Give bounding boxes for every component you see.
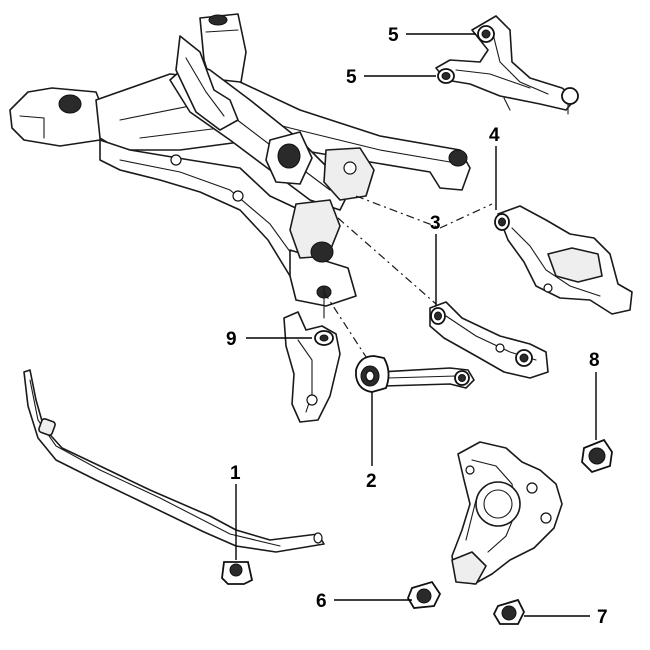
callout-7: 7 [597,607,608,628]
lateral-link [379,367,475,389]
knuckle-rear-bushing [492,598,526,625]
rear-link-arm [429,301,549,379]
assembly-guide-lines [323,195,493,361]
callout-5-upper: 5 [388,25,399,46]
knuckle-upper-bushing [581,438,613,474]
knuckle-lower-bushing [406,580,442,609]
upper-control-arm [435,15,579,115]
callout-2: 2 [366,471,377,492]
callout-4: 4 [489,125,500,146]
callout-3: 3 [430,213,441,234]
rear-knuckle [451,441,563,585]
lateral-link-bushing [355,355,390,393]
rear-subframe [9,13,471,307]
callout-6: 6 [316,591,327,612]
callout-9: 9 [226,329,237,350]
callout-1: 1 [230,463,241,484]
callout-8: 8 [589,350,600,371]
leader-lines [235,33,597,617]
callout-5-lower: 5 [346,67,357,88]
lower-control-arm [494,205,633,315]
subframe-mount-bracket [283,285,341,423]
stabilizer-bar [23,369,325,553]
stabilizer-bushing [221,561,254,585]
